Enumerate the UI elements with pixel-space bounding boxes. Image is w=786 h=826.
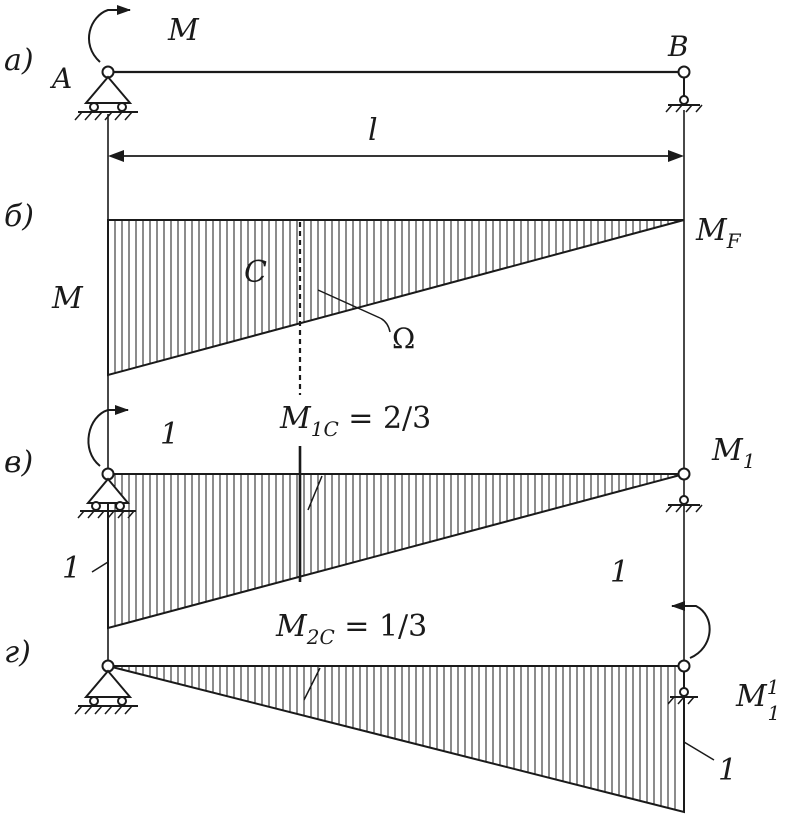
hatch-b [114, 220, 676, 374]
unit-moment-label: 1 [160, 417, 179, 452]
part-g-label: г) [4, 635, 31, 670]
mf-label: MF [695, 213, 742, 253]
moment-arrow-icon [87, 405, 129, 467]
moment-arrow-icon [88, 5, 131, 63]
right-ordinate-label: 1 [718, 753, 737, 788]
pin-support-icon [74, 669, 138, 715]
hatch-g [114, 666, 676, 810]
omega-label: Ω [392, 322, 415, 355]
left-ordinate-leader [91, 561, 109, 573]
moment-arrow-icon [671, 601, 711, 659]
unit-diagram-m1-prime [74, 601, 715, 814]
right-one-label: 1 [610, 555, 629, 590]
m1c-label: M1C = 2/3 [279, 401, 431, 441]
part-v-label: в) [4, 445, 33, 480]
m2c-label: M2C = 1/3 [275, 609, 427, 649]
omega-leader [317, 289, 381, 319]
pin-support-icon [77, 477, 136, 519]
roller-support-icon [665, 78, 703, 113]
m-left-label: M [51, 281, 84, 316]
unit-diagram-m1 [77, 405, 703, 630]
beam-scheme: A B M [49, 5, 703, 121]
right-ordinate-leader [683, 741, 715, 761]
moment-m-label: M [167, 13, 200, 48]
m2c-leader [303, 667, 321, 701]
m1c-leader [307, 475, 323, 511]
part-a-label: а) [4, 43, 34, 78]
moment-diagram-m [107, 219, 685, 395]
node-a-label: A [49, 62, 72, 95]
part-b-label: б) [4, 199, 34, 234]
roller-support-icon [665, 495, 703, 513]
roller-support-icon [667, 687, 698, 705]
m1-label: M1 [711, 433, 755, 473]
centroid-label: C [244, 255, 267, 290]
left-ordinate-label: 1 [62, 551, 81, 586]
hinge-icon [677, 467, 691, 481]
dimension-arrow-icon [108, 150, 684, 162]
pin-support-icon [74, 75, 138, 121]
node-b-label: B [667, 30, 689, 63]
length-label: l [368, 113, 378, 148]
hinge-icon [677, 65, 691, 79]
hinge-icon [677, 659, 691, 673]
